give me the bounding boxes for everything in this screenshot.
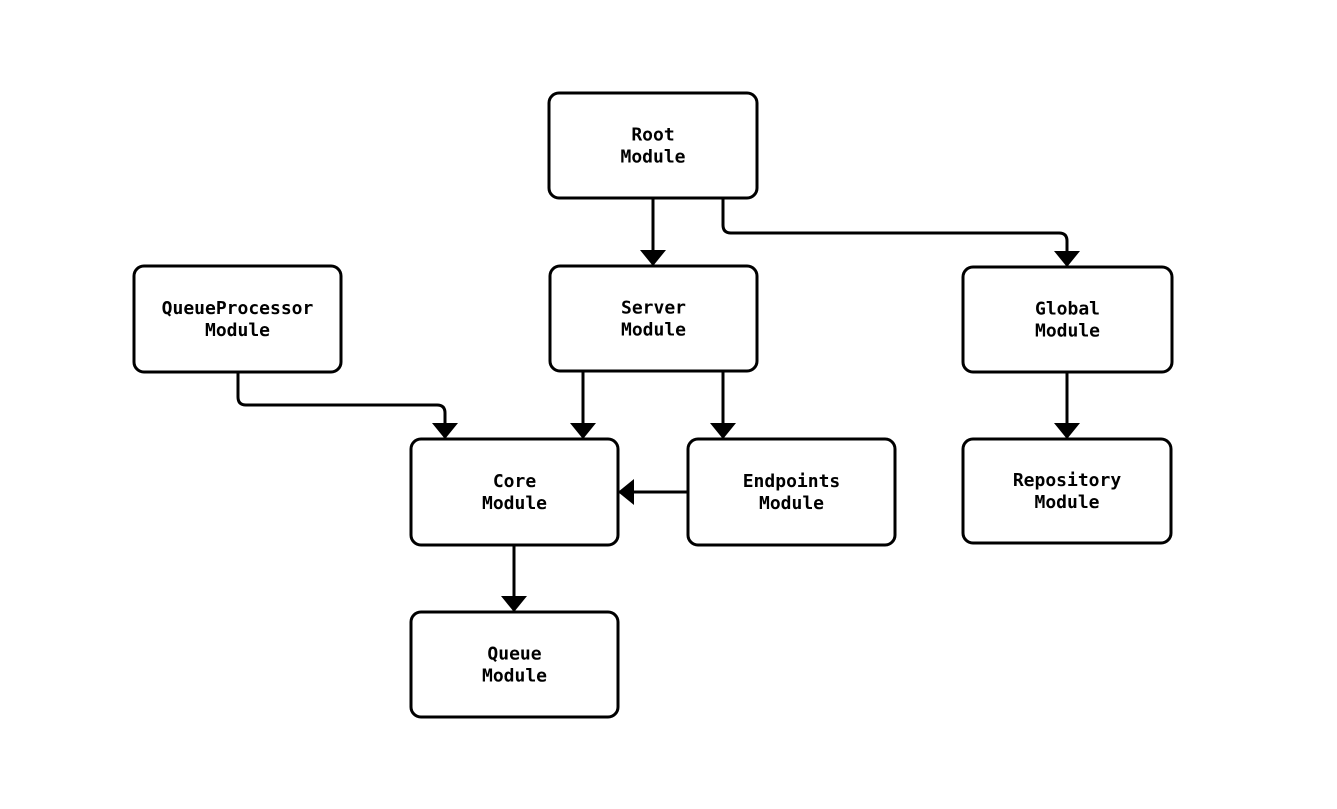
arrowhead-icon xyxy=(570,423,596,439)
arrowhead-icon xyxy=(710,423,736,439)
arrowhead-icon xyxy=(501,596,527,612)
edge-endpoints-to-core xyxy=(618,479,688,505)
arrowhead-icon xyxy=(618,479,634,505)
edge-server-to-core xyxy=(570,371,596,439)
node-box xyxy=(686,437,897,547)
node-box xyxy=(548,264,759,373)
arrowhead-icon xyxy=(1054,251,1080,267)
arrowhead-icon xyxy=(432,423,458,439)
node-box xyxy=(409,610,620,719)
node-box xyxy=(961,437,1173,545)
edge-line xyxy=(236,372,447,439)
node-box xyxy=(961,265,1174,374)
edge-root-to-global xyxy=(721,198,1080,267)
node-box xyxy=(132,264,343,374)
edge-queueprocessor-to-core xyxy=(236,372,458,439)
edge-root-to-server xyxy=(640,198,666,266)
edge-line xyxy=(721,198,1069,267)
edge-server-to-endpoints xyxy=(710,371,736,439)
node-box xyxy=(547,91,759,200)
arrowhead-icon xyxy=(640,250,666,266)
edge-global-to-repository xyxy=(1054,372,1080,439)
edge-core-to-queue xyxy=(501,545,527,612)
node-box xyxy=(409,437,620,547)
arrowhead-icon xyxy=(1054,423,1080,439)
